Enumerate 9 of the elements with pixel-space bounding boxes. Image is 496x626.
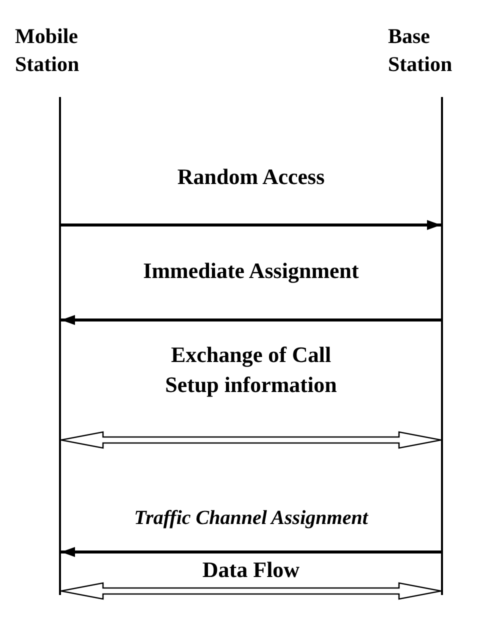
station-heading: Base Station [388,22,488,78]
message-arrow [61,315,441,325]
double-arrow [60,582,442,600]
station-heading: Mobile Station [15,22,115,78]
message-arrow [61,220,441,230]
double-arrow [60,431,442,449]
lifeline [59,97,61,595]
lifeline [441,97,443,595]
message-arrow [61,547,441,557]
